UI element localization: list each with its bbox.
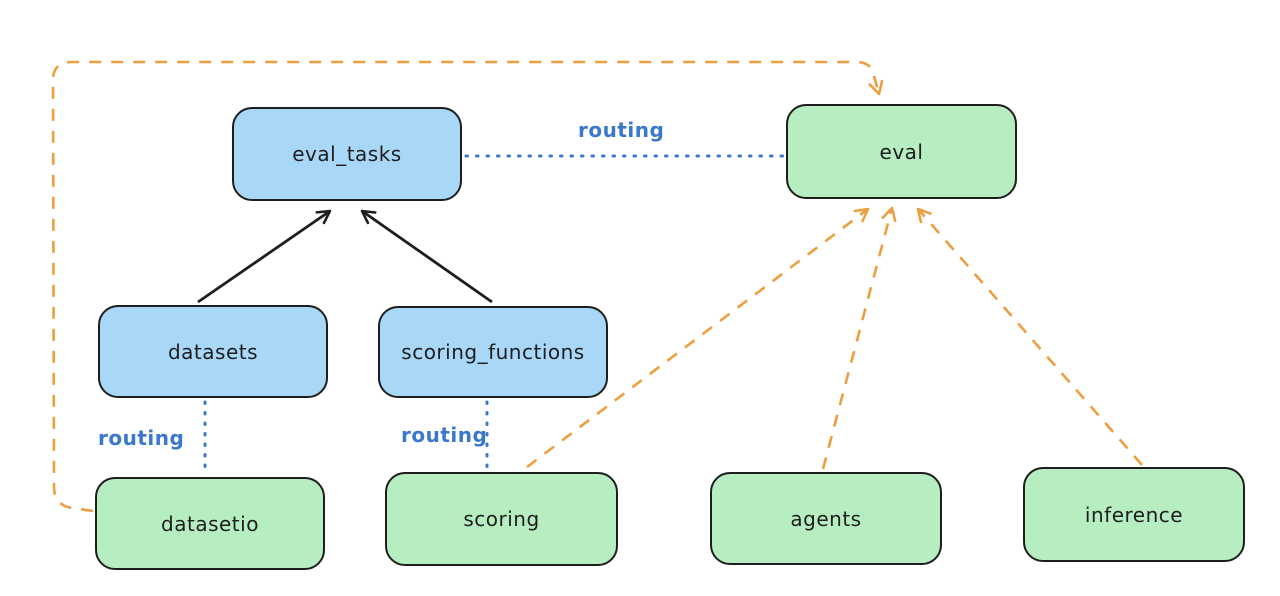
- node-eval-label: eval: [879, 139, 924, 164]
- edge-label-routing-scoring-functions-scoring: routing: [401, 423, 488, 447]
- node-agents: agents: [710, 472, 942, 565]
- node-scoring-functions: scoring_functions: [378, 306, 608, 398]
- node-eval-tasks: eval_tasks: [232, 107, 462, 201]
- arrow-scoring-to-eval: [526, 207, 870, 469]
- arrow-datasetio-to-eval: [51, 60, 884, 513]
- node-scoring-label: scoring: [463, 507, 540, 531]
- node-eval: eval: [786, 104, 1017, 199]
- edge-label-routing-eval-tasks-eval: routing: [578, 118, 665, 142]
- arrow-datasets-to-eval-tasks: [197, 209, 332, 304]
- node-datasets: datasets: [98, 305, 328, 398]
- edge-label-routing-datasets-datasetio: routing: [98, 426, 185, 450]
- node-datasets-label: datasets: [167, 339, 259, 364]
- arrow-agents-to-eval: [821, 206, 897, 470]
- node-agents-label: agents: [790, 506, 862, 531]
- node-scoring: scoring: [385, 472, 618, 566]
- node-eval-tasks-label: eval_tasks: [292, 142, 402, 166]
- arrow-scoring-functions-to-eval-tasks: [360, 209, 493, 304]
- arrow-inference-to-eval: [916, 207, 1143, 466]
- node-datasetio-label: datasetio: [161, 511, 259, 536]
- node-scoring-functions-label: scoring_functions: [401, 340, 585, 364]
- node-datasetio: datasetio: [95, 477, 325, 570]
- node-inference-label: inference: [1084, 502, 1184, 527]
- node-inference: inference: [1023, 467, 1245, 562]
